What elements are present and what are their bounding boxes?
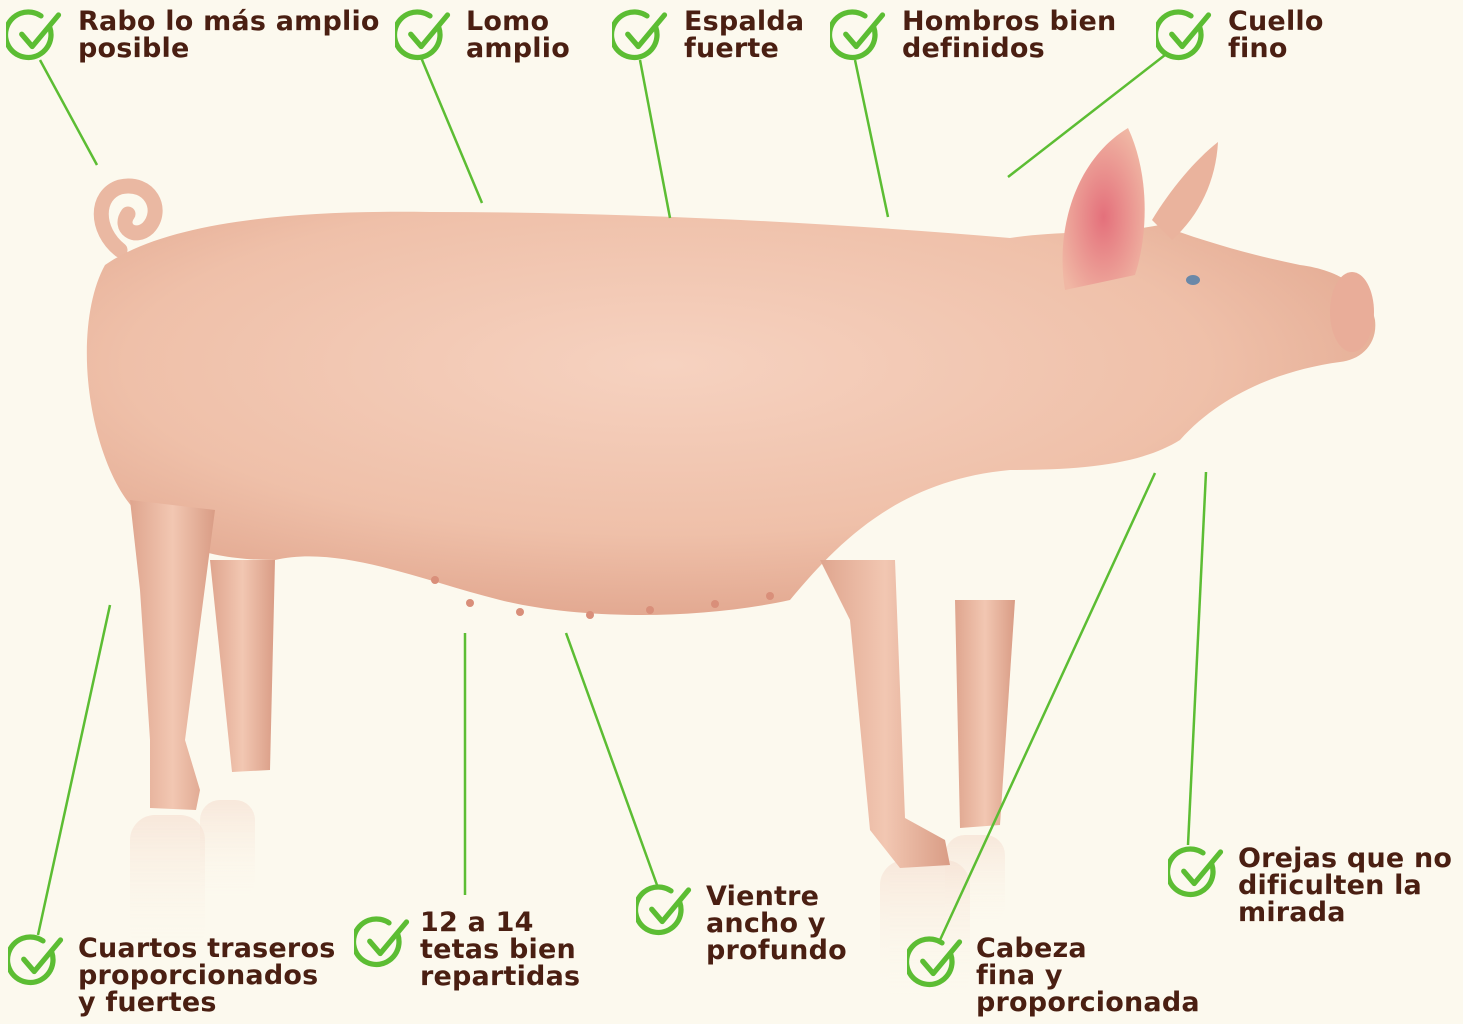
label-lomo: Lomoamplio (466, 8, 570, 62)
label-orejas: Orejas que nodificulten lamirada (1238, 845, 1452, 926)
label-cabeza: Cabezafina yproporcionada (976, 935, 1200, 1016)
label-espalda: Espaldafuerte (684, 8, 804, 62)
label-cuartos: Cuartos traserosproporcionadosy fuertes (78, 935, 335, 1016)
label-rabo: Rabo lo más amplioposible (78, 8, 380, 62)
pig-illustration (87, 128, 1375, 868)
label-cuello: Cuellofino (1228, 8, 1324, 62)
label-hombros: Hombros biendefinidos (902, 8, 1116, 62)
label-tetas: 12 a 14tetas bienrepartidas (420, 909, 580, 990)
label-vientre: Vientreancho yprofundo (706, 883, 847, 964)
